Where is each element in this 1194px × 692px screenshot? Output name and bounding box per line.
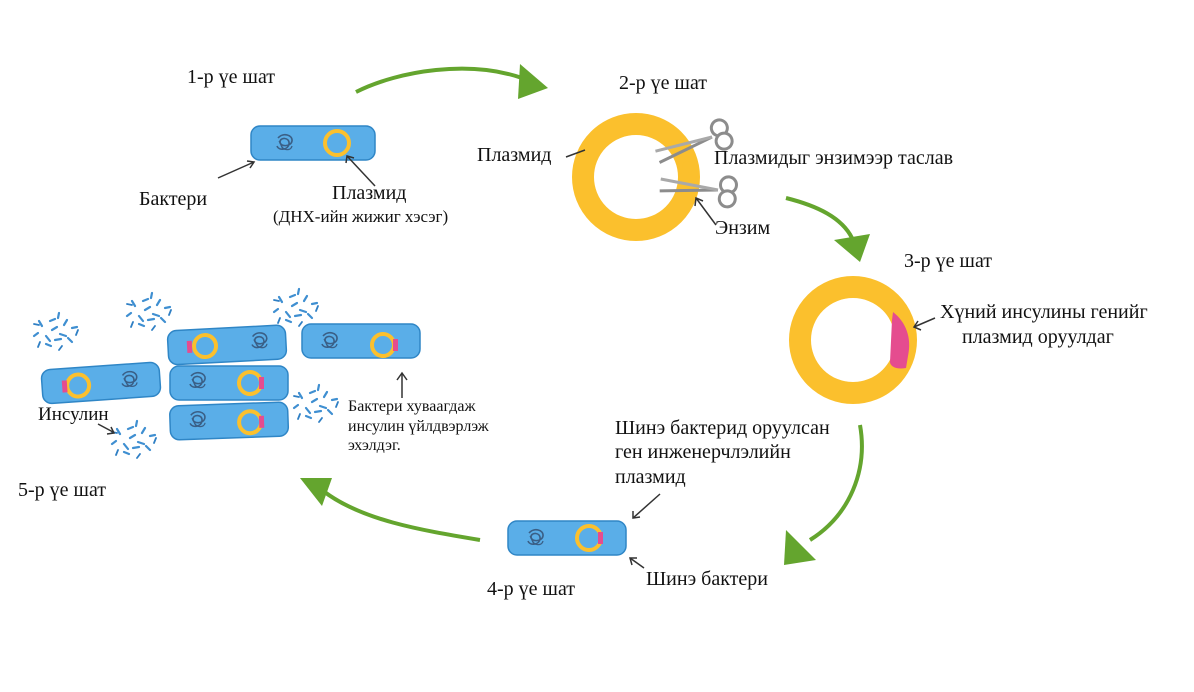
pointer-plasmid-2 [565,149,586,158]
plasmid-stage-3 [789,276,917,404]
stage-1-label: 1-р үе шат [187,66,276,88]
bacteria-colony-stage-5 [40,323,421,441]
stage-2-label: 2-р үе шат [619,72,708,94]
flow-arrow-2-3 [785,196,870,262]
plasmid-ring [323,129,351,157]
pointer-plasmid [346,155,376,187]
new-bacteria-label: Шинэ бактери [646,568,768,590]
bacterium-stage-4 [507,520,627,556]
insulin-gene-segment [890,312,910,369]
plasmid-label: Плазмид [332,182,407,204]
bacteria-divide-label: Бактери хуваагдаж инсулин үйлдвэрлэж эхэ… [348,398,489,455]
bacterium-stage-1 [250,125,376,161]
bacteria-label: Бактери [139,188,208,210]
stage-4-label: 4-р үе шат [487,578,576,600]
flow-arrow-1-2 [355,64,548,99]
pointer-insulin [97,423,114,433]
stage-3-label: 3-р үе шат [904,250,993,272]
cut-plasmid-label: Плазмидыг энзимээр таслав [714,147,954,169]
flow-arrow-4-5 [300,478,481,542]
plasmid-stage-2 [572,113,700,241]
pointer-new-bacteria [629,557,645,569]
engineered-plasmid-label: Шинэ бактерид оруулсан ген инженерчлэлий… [615,417,830,488]
plasmid-note: (ДНХ-ийн жижиг хэсэг) [273,207,449,226]
pointer-insulin-gene [913,317,936,328]
enzyme-label: Энзим [715,217,771,239]
insert-gene-label-line-1: Хүний инсулины генийг [940,301,1148,323]
pointer-bacteria [217,161,255,179]
pointer-engineered-plasmid [632,493,661,519]
plasmid-label-2: Плазмид [477,144,552,166]
flow-arrow-3-4 [784,424,864,565]
insulin-label: Инсулин [38,404,109,425]
pointer-enzyme [695,197,717,226]
insert-gene-label-line-2: плазмид оруулдаг [962,326,1114,348]
stage-5-label: 5-р үе шат [18,479,107,501]
